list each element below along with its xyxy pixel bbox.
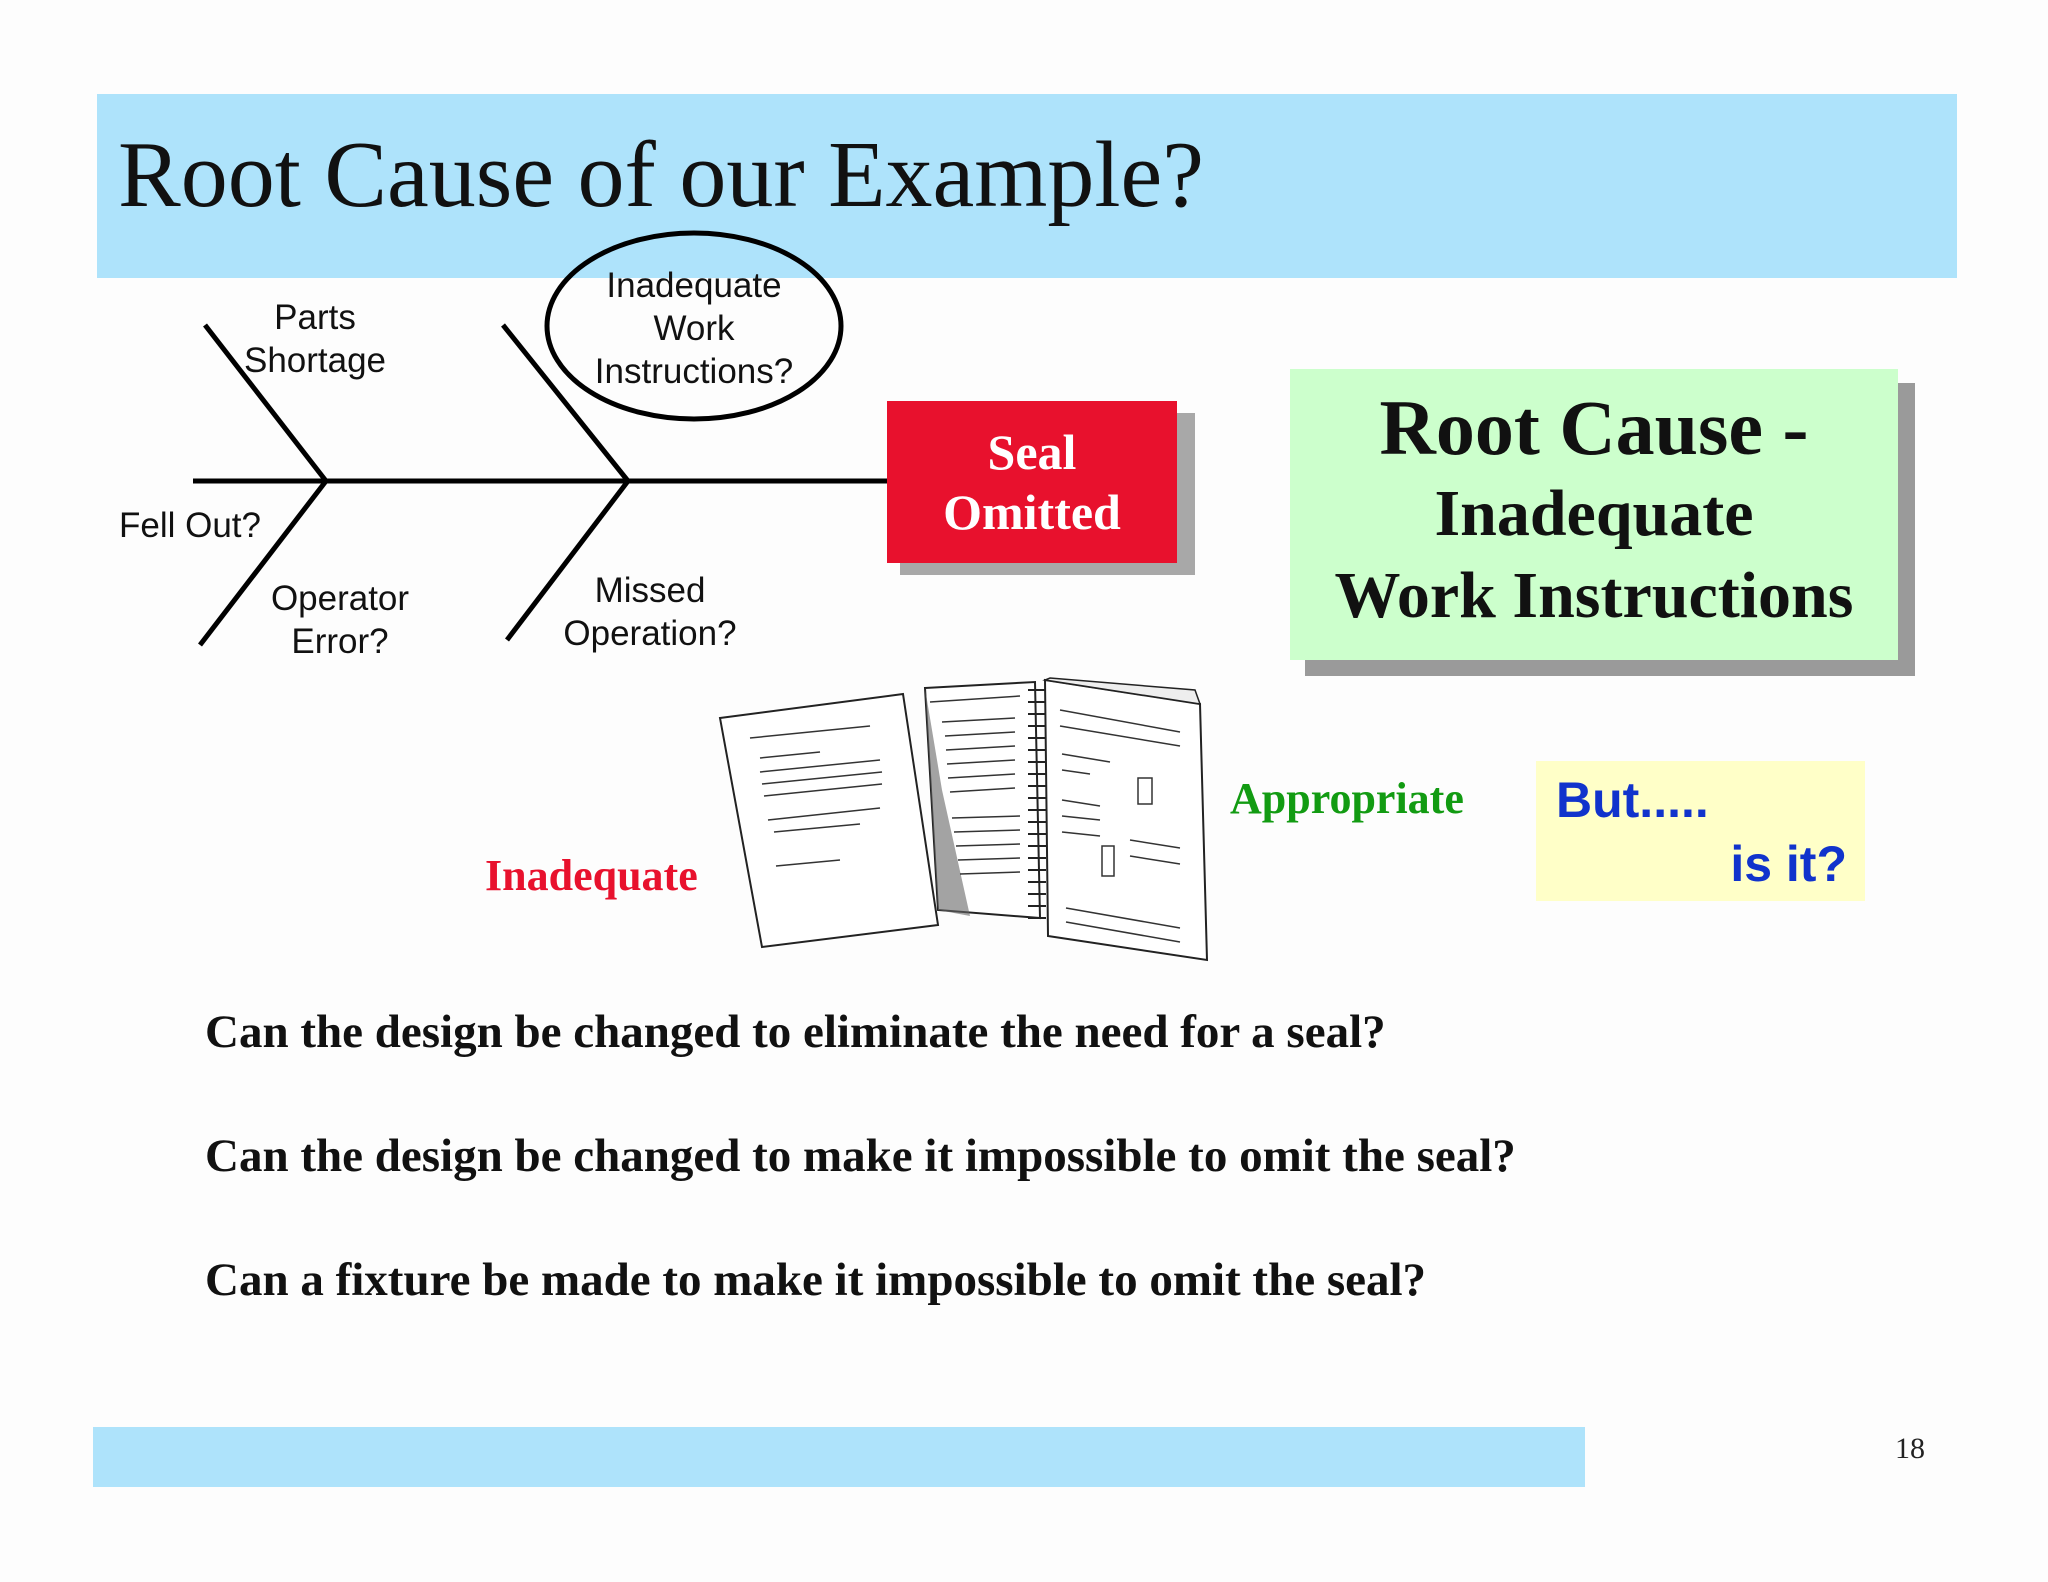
callout-line2: is it? <box>1730 836 1847 892</box>
bone-operator-error <box>198 479 328 647</box>
bone-missed-operation <box>505 479 630 642</box>
page-number: 18 <box>1895 1432 1925 1465</box>
root-cause-box: Root Cause - Inadequate Work Instruction… <box>1290 369 1898 660</box>
cause-inadequate-work-line3: Instructions? <box>594 352 794 391</box>
cause-inadequate-work: Inadequate Work Instructions? <box>574 264 814 393</box>
effect-line1: Seal <box>987 424 1077 480</box>
cause-missed-operation: Missed Operation? <box>545 569 755 655</box>
cause-inadequate-work-line1: Inadequate <box>606 266 782 305</box>
cause-operator-error-line2: Error? <box>291 622 389 661</box>
root-cause-circle <box>544 230 844 422</box>
root-cause-line1: Root Cause - <box>1379 384 1809 471</box>
question-3: Can a fixture be made to make it impossi… <box>205 1254 1427 1306</box>
cause-parts-shortage: Parts Shortage <box>225 296 405 382</box>
work-instructions-illustration <box>718 677 1209 962</box>
callout-line1: But..... <box>1556 772 1709 828</box>
cause-inadequate-work-line2: Work <box>653 309 735 348</box>
label-appropriate: Appropriate <box>1230 774 1464 823</box>
bone-inadequate-work <box>501 323 630 483</box>
cause-missed-operation-line2: Operation? <box>563 614 737 653</box>
question-2: Can the design be changed to make it imp… <box>205 1130 1516 1182</box>
root-cause-line2: Inadequate <box>1434 477 1754 550</box>
but-is-it-callout: But..... is it? <box>1536 761 1865 901</box>
slide-title: Root Cause of our Example? <box>118 123 1204 227</box>
effect-box: Seal Omitted <box>887 401 1177 563</box>
question-1: Can the design be changed to eliminate t… <box>205 1006 1386 1058</box>
single-sheet-icon <box>718 692 940 949</box>
cause-missed-operation-line1: Missed <box>594 571 706 610</box>
title-band <box>97 94 1957 278</box>
effect-line2: Omitted <box>943 484 1121 540</box>
cause-operator-error: Operator Error? <box>255 577 425 663</box>
cause-parts-shortage-line2: Shortage <box>243 341 387 380</box>
label-inadequate: Inadequate <box>485 851 698 900</box>
cause-parts-shortage-line1: Parts <box>274 298 356 337</box>
binder-icon <box>923 677 1209 962</box>
bone-parts-shortage <box>203 323 328 483</box>
footer-band <box>93 1427 1585 1487</box>
root-cause-line3: Work Instructions <box>1334 559 1854 632</box>
cause-operator-error-line1: Operator <box>270 579 410 618</box>
cause-fell-out: Fell Out? <box>119 506 261 545</box>
